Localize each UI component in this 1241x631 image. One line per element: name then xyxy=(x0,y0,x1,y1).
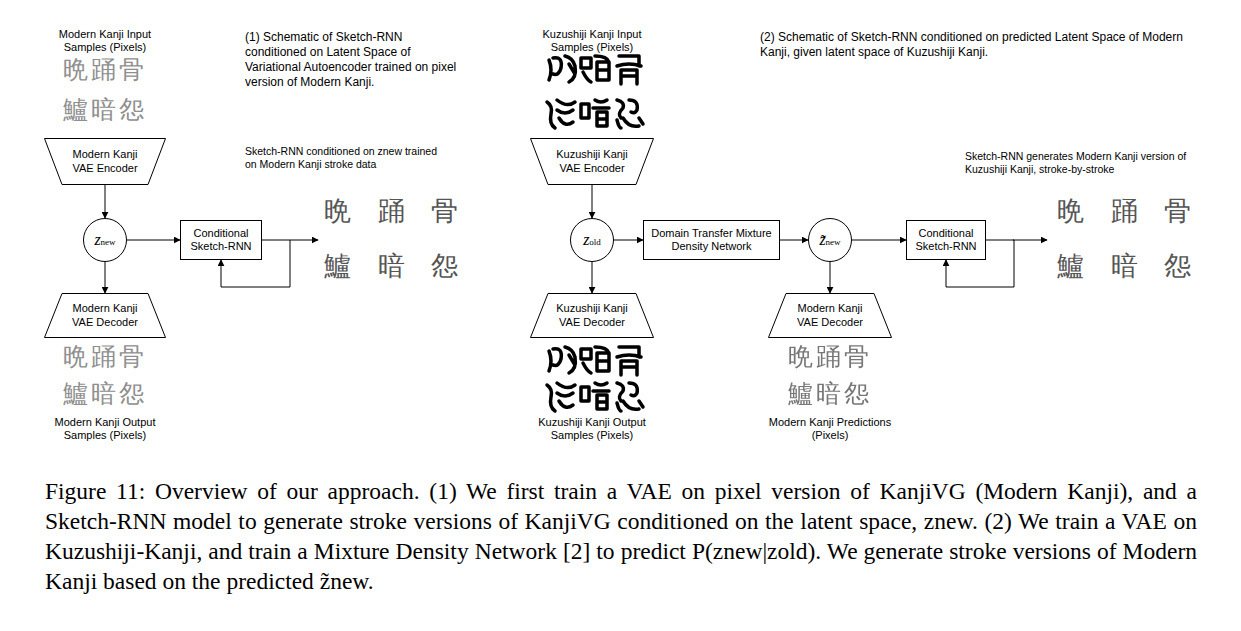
panel-heading: (2) Schematic of Sketch-RNN conditioned … xyxy=(760,30,1195,60)
flow-arrow xyxy=(614,240,643,241)
sample-label: Modern Kanji Input Samples (Pixels) xyxy=(40,28,170,54)
rnn-box: Conditional Sketch-RNN xyxy=(906,220,986,260)
kuzushiji-glyph xyxy=(581,56,609,82)
kuzushiji-glyph xyxy=(581,347,609,373)
kanji-sample: 鱸暗怨 xyxy=(45,97,165,122)
flow-arrow xyxy=(592,185,593,218)
latent-symbol: z̃new xyxy=(819,230,840,249)
decoder-trapezoid: Modern Kanji VAE Decoder xyxy=(768,293,892,338)
trapezoid-outline xyxy=(45,139,166,185)
kuzushiji-glyph xyxy=(617,383,643,411)
kuzushiji-glyph xyxy=(547,383,575,411)
box-outline xyxy=(907,221,986,260)
node-label: Modern Kanji VAE Encoder xyxy=(62,148,148,174)
trapezoid-outline xyxy=(531,139,654,185)
kanji-sample: 晩踊骨 xyxy=(45,344,165,369)
latent-symbol: znew xyxy=(94,230,115,249)
node-label: Domain Transfer Mixture Density Network xyxy=(649,227,774,253)
encoder-trapezoid: Kuzushiji Kanji VAE Encoder xyxy=(530,138,654,185)
latent-circle: zold xyxy=(570,218,614,262)
node-label: Kuzushiji Kanji VAE Decoder xyxy=(548,302,636,328)
figure-caption: Figure 11: Overview of our approach. (1)… xyxy=(45,476,1197,596)
kanji-sample: 晩踊骨 xyxy=(770,344,890,369)
kanji-sample: 晩 踊 骨 xyxy=(324,196,494,226)
node-label: Kuzushiji Kanji VAE Encoder xyxy=(548,148,636,174)
sample-label: Kuzushiji Kanji Output Samples (Pixels) xyxy=(527,416,657,442)
kuzushiji-glyph xyxy=(581,100,609,126)
kanji-sample: 鱸 暗 怨 xyxy=(324,251,494,281)
sample-label: Kuzushiji Kanji Input Samples (Pixels) xyxy=(527,28,657,54)
kuzushiji-output-samples xyxy=(547,347,643,411)
kanji-sample: 晩踊骨 xyxy=(45,57,165,82)
output-arrow xyxy=(1013,240,1047,241)
mdn-box: Domain Transfer Mixture Density Network xyxy=(643,220,780,260)
kanji-sample: 晩 踊 骨 xyxy=(1057,196,1227,226)
box-outline xyxy=(644,221,780,260)
kuzushiji-glyph xyxy=(549,347,575,373)
kanji-sample: 鱸暗怨 xyxy=(770,381,890,406)
flow-arrow xyxy=(592,262,593,293)
kuzushiji-glyph xyxy=(581,383,609,409)
connectors xyxy=(105,185,1014,293)
encoder-trapezoid: Modern Kanji VAE Encoder xyxy=(44,138,166,185)
circle-outline xyxy=(809,219,852,262)
decoder-trapezoid: Modern Kanji VAE Decoder xyxy=(44,293,166,338)
panel-heading: (1) Schematic of Sketch-RNN conditioned … xyxy=(245,30,460,90)
sample-label: Modern Kanji Output Samples (Pixels) xyxy=(40,416,170,442)
flow-arrow xyxy=(105,185,106,218)
trapezoid-outline xyxy=(45,294,166,338)
annotation: Sketch-RNN conditioned on znew trained o… xyxy=(245,145,445,171)
kuzushiji-glyph xyxy=(617,347,641,375)
circle-outline xyxy=(84,219,127,262)
output-arrow xyxy=(290,240,318,241)
annotation: Sketch-RNN generates Modern Kanji versio… xyxy=(965,150,1200,176)
kanji-sample: 鱸暗怨 xyxy=(45,381,165,406)
sample-label: Modern Kanji Predictions (Pixels) xyxy=(765,416,895,442)
circle-outline xyxy=(571,219,614,262)
latent-circle: znew xyxy=(83,218,127,262)
node-label: Modern Kanji VAE Decoder xyxy=(786,302,874,328)
node-label: Conditional Sketch-RNN xyxy=(185,227,257,253)
flow-arrow xyxy=(852,240,906,241)
trapezoid-outline xyxy=(531,294,654,338)
decoder-trapezoid: Kuzushiji Kanji VAE Decoder xyxy=(530,293,654,338)
flow-arrow xyxy=(105,262,106,293)
trapezoid-outline xyxy=(769,294,892,338)
flow-arrow xyxy=(127,240,180,241)
kuzushiji-input-samples xyxy=(547,56,643,128)
kuzushiji-glyph xyxy=(617,56,641,84)
kuzushiji-glyph xyxy=(549,56,575,82)
kuzushiji-glyph xyxy=(547,100,575,128)
flow-arrow xyxy=(780,240,808,241)
latent-symbol: zold xyxy=(583,230,601,249)
node-label: Conditional Sketch-RNN xyxy=(911,227,981,253)
latent-circle: z̃new xyxy=(808,218,852,262)
flow-arrow xyxy=(830,262,831,293)
kuzushiji-glyph xyxy=(617,100,643,128)
rnn-box: Conditional Sketch-RNN xyxy=(180,220,262,260)
node-label: Modern Kanji VAE Decoder xyxy=(62,302,148,328)
kanji-sample: 鱸 暗 怨 xyxy=(1057,251,1227,281)
box-outline xyxy=(181,221,262,260)
